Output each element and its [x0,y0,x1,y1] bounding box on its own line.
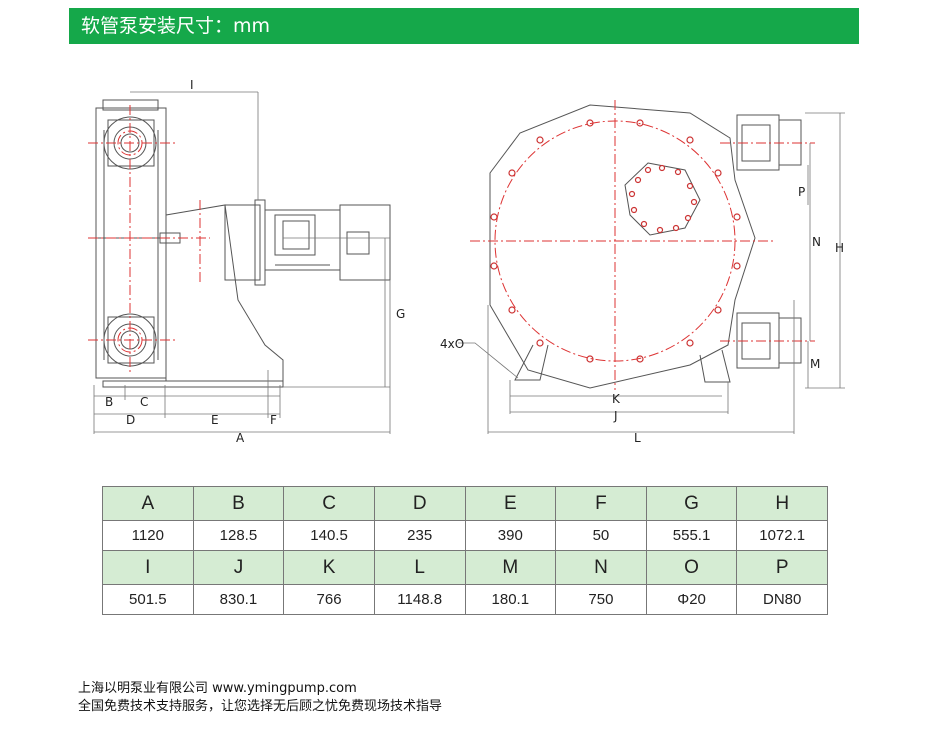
table-value-cell: DN80 [736,584,828,615]
dim-label-d: D [126,413,135,427]
front-view-centerlines [470,100,815,390]
footer-service-line: 全国免费技术支持服务，让您选择无后顾之忧免费现场技术指导 [78,699,443,714]
dim-label-h: H [835,241,844,255]
table-value-cell: 750 [555,584,647,615]
table-value-cell: 1072.1 [736,520,828,551]
table-value-cell: 390 [464,520,557,551]
table-value-cell: Φ20 [645,584,738,615]
dim-label-g: G [396,307,405,321]
table-header-cell: O [645,550,738,585]
table-header-cell: K [283,550,375,585]
table-value-cell: 128.5 [192,520,285,551]
footer-company-line: 上海以明泵业有限公司 www.ymingpump.com [78,681,357,696]
table-header-cell: H [736,486,828,521]
front-view-labels: 4xO P N H M K J L [440,185,844,445]
front-view [489,104,802,389]
table-value-cell: 766 [283,584,375,615]
table-header-cell: D [373,486,466,521]
table-header-cell: E [464,486,557,521]
table-header-row: A B C D E F G H [102,486,828,521]
dim-label-e: E [211,413,219,427]
footer: 上海以明泵业有限公司 www.ymingpump.com 全国免费技术支持服务，… [78,680,442,716]
table-value-cell: 1120 [102,520,194,551]
dim-label-m: M [810,357,820,371]
dim-label-i: I [190,78,194,92]
section-header-bar: 软管泵安装尺寸：mm [69,8,859,44]
table-header-cell: M [464,550,557,585]
table-header-cell: J [192,550,285,585]
dim-label-a: A [236,431,245,445]
section-title: 软管泵安装尺寸：mm [81,15,271,37]
installation-drawing: I G B C D E F A [88,78,845,445]
dim-label-l: L [634,431,641,445]
dim-label-f: F [270,413,277,427]
dim-label-4xo: 4xO [440,337,464,351]
table-value-cell: 1148.8 [373,584,466,615]
dim-label-n: N [812,235,821,249]
table-header-cell: L [373,550,466,585]
table-header-cell: A [102,486,194,521]
table-value-row: 1120 128.5 140.5 235 390 50 555.1 1072.1 [102,520,828,551]
dim-label-b: B [105,395,113,409]
table-header-cell: I [102,550,194,585]
side-view-labels: I G B C D E F A [105,78,405,445]
dimension-table: A B C D E F G H 1120 128.5 140.5 235 390… [102,486,828,615]
dim-label-p: P [798,185,805,199]
table-header-cell: N [555,550,647,585]
table-header-cell: B [192,486,285,521]
table-header-cell: P [736,550,828,585]
table-header-row: I J K L M N O P [102,550,828,585]
table-value-cell: 501.5 [102,584,194,615]
dim-label-k: K [612,392,621,406]
table-value-cell: 180.1 [464,584,557,615]
table-value-cell: 235 [373,520,466,551]
side-view-centerlines [88,105,210,375]
table-header-cell: G [645,486,738,521]
table-header-cell: C [283,486,375,521]
front-view-holes [490,119,741,363]
side-view [95,99,391,388]
table-value-cell: 50 [555,520,647,551]
table-header-cell: F [555,486,647,521]
side-view-dimensions [93,91,391,434]
table-value-row: 501.5 830.1 766 1148.8 180.1 750 Φ20 DN8… [102,584,828,615]
table-value-cell: 555.1 [645,520,738,551]
dim-label-c: C [140,395,148,409]
front-view-dimensions [458,112,845,434]
table-value-cell: 140.5 [283,520,375,551]
dim-label-j: J [613,409,618,423]
table-value-cell: 830.1 [192,584,285,615]
